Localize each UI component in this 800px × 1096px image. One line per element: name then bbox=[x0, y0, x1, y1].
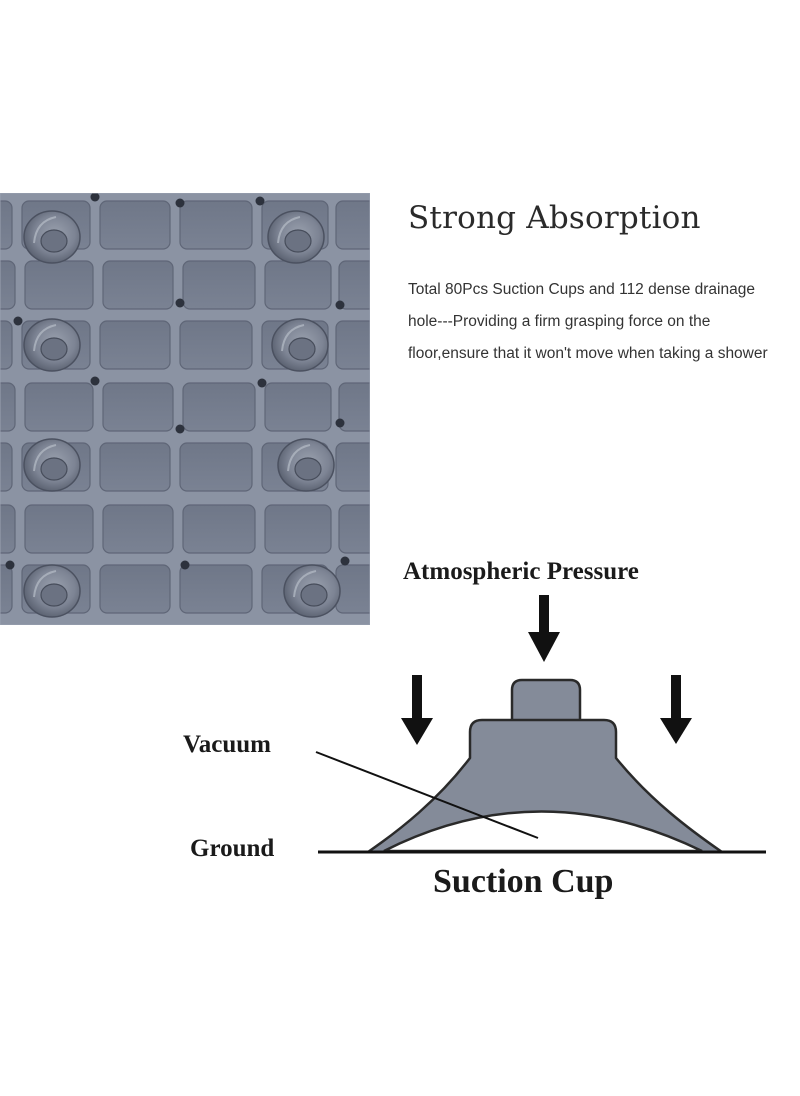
mat-cell bbox=[264, 504, 332, 554]
vacuum-area bbox=[383, 810, 703, 853]
mat-cell bbox=[102, 260, 174, 310]
drainage-hole bbox=[340, 556, 350, 566]
mat-cell bbox=[102, 504, 174, 554]
arrow-down-icon bbox=[401, 675, 433, 745]
mat-cell bbox=[0, 320, 13, 370]
mat-cell bbox=[335, 442, 370, 492]
mat-cell bbox=[179, 564, 253, 614]
mat-suction-cup bbox=[23, 438, 81, 492]
drainage-hole bbox=[13, 316, 23, 326]
drainage-hole bbox=[180, 560, 190, 570]
mat-cell bbox=[99, 200, 171, 250]
mat-cell bbox=[0, 442, 13, 492]
mat-cell bbox=[182, 382, 256, 432]
drainage-hole bbox=[335, 418, 345, 428]
mat-cell bbox=[24, 260, 94, 310]
mat-cell bbox=[0, 200, 13, 250]
mat-cell bbox=[99, 320, 171, 370]
mat-suction-cup bbox=[23, 564, 81, 618]
drainage-hole bbox=[335, 300, 345, 310]
mat-cell bbox=[179, 320, 253, 370]
drainage-hole bbox=[175, 424, 185, 434]
mat-suction-cup bbox=[277, 438, 335, 492]
drainage-holes bbox=[5, 193, 350, 570]
vacuum-pointer-line bbox=[315, 751, 539, 839]
mat-cell bbox=[102, 382, 174, 432]
suction-cup-diagram: Atmospheric Pressure Vacuum Ground Sucti… bbox=[183, 558, 766, 900]
arrow-down-icon bbox=[528, 595, 560, 662]
mat-cell bbox=[338, 260, 370, 310]
mat-cell bbox=[179, 200, 253, 250]
label-ground: Ground bbox=[190, 835, 274, 862]
mat-cell bbox=[0, 260, 16, 310]
suction-cups bbox=[23, 210, 341, 618]
mat-suction-cup bbox=[23, 318, 81, 372]
mat-cell bbox=[0, 382, 16, 432]
mat-cell bbox=[182, 504, 256, 554]
mat-suction-cup bbox=[283, 564, 341, 618]
drainage-hole bbox=[175, 298, 185, 308]
mat-cell bbox=[335, 320, 370, 370]
mat-cell bbox=[179, 442, 253, 492]
feature-description: Total 80Pcs Suction Cups and 112 dense d… bbox=[408, 281, 768, 362]
drainage-hole bbox=[5, 560, 15, 570]
mat-cell bbox=[0, 564, 13, 614]
mat-suction-cup bbox=[271, 318, 329, 372]
label-suction-cup: Suction Cup bbox=[433, 863, 613, 900]
label-atmospheric-pressure: Atmospheric Pressure bbox=[403, 558, 639, 585]
drainage-hole bbox=[175, 198, 185, 208]
mat-cell bbox=[335, 200, 370, 250]
mat-cell bbox=[182, 260, 256, 310]
mat-cell bbox=[99, 564, 171, 614]
mat-suction-cup bbox=[23, 210, 81, 264]
mat-cell bbox=[264, 260, 332, 310]
drainage-hole bbox=[257, 378, 267, 388]
mat-cell bbox=[338, 504, 370, 554]
drainage-hole bbox=[90, 376, 100, 386]
drainage-hole bbox=[255, 196, 265, 206]
mat-cell bbox=[99, 442, 171, 492]
mat-cell bbox=[264, 382, 332, 432]
label-vacuum: Vacuum bbox=[183, 731, 271, 758]
mat-cell bbox=[338, 382, 370, 432]
mat-cell bbox=[0, 504, 16, 554]
mat-cell bbox=[24, 504, 94, 554]
mat-cell bbox=[24, 382, 94, 432]
mat-suction-cup bbox=[267, 210, 325, 264]
arrow-down-icon bbox=[660, 675, 692, 744]
heading-strong-absorption: Strong Absorption bbox=[408, 200, 701, 236]
drainage-hole bbox=[90, 193, 100, 202]
suction-cup-shape bbox=[366, 678, 724, 854]
mat-underside-photo bbox=[0, 193, 370, 625]
